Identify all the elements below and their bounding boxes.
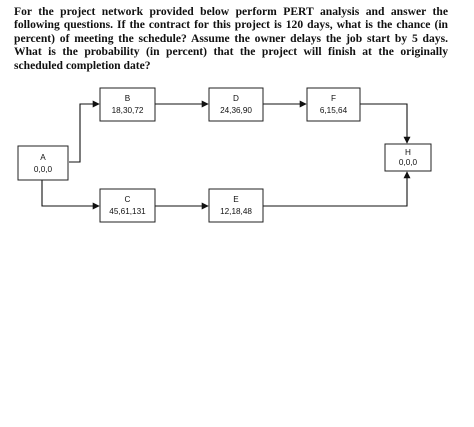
node-e-label: E xyxy=(233,195,239,204)
node-h: H 0,0,0 xyxy=(384,143,432,172)
node-a-label: A xyxy=(40,153,46,162)
node-d-label: D xyxy=(233,94,239,103)
node-f-values: 6,15,64 xyxy=(320,106,348,115)
edge-f-h xyxy=(360,103,411,144)
node-b-values: 18,30,72 xyxy=(112,106,144,115)
node-d: D 24,36,90 xyxy=(208,87,264,122)
node-a: A 0,0,0 xyxy=(17,145,69,181)
node-a-values: 0,0,0 xyxy=(34,165,53,174)
node-h-label: H xyxy=(405,148,411,157)
node-f: F 6,15,64 xyxy=(306,87,361,122)
node-d-values: 24,36,90 xyxy=(220,106,252,115)
node-h-values: 0,0,0 xyxy=(399,158,418,167)
question-text: For the project network provided below p… xyxy=(14,5,448,72)
node-c: C 45,61,131 xyxy=(99,188,156,223)
edge-e-h xyxy=(263,171,411,207)
edge-a-b xyxy=(69,100,100,163)
node-b-label: B xyxy=(125,94,131,103)
node-e-values: 12,18,48 xyxy=(220,207,252,216)
node-c-label: C xyxy=(125,195,131,204)
edge-a-c xyxy=(41,180,100,210)
node-f-label: F xyxy=(331,94,336,103)
node-c-values: 45,61,131 xyxy=(109,207,146,216)
node-b: B 18,30,72 xyxy=(99,87,156,122)
node-e: E 12,18,48 xyxy=(208,188,264,223)
